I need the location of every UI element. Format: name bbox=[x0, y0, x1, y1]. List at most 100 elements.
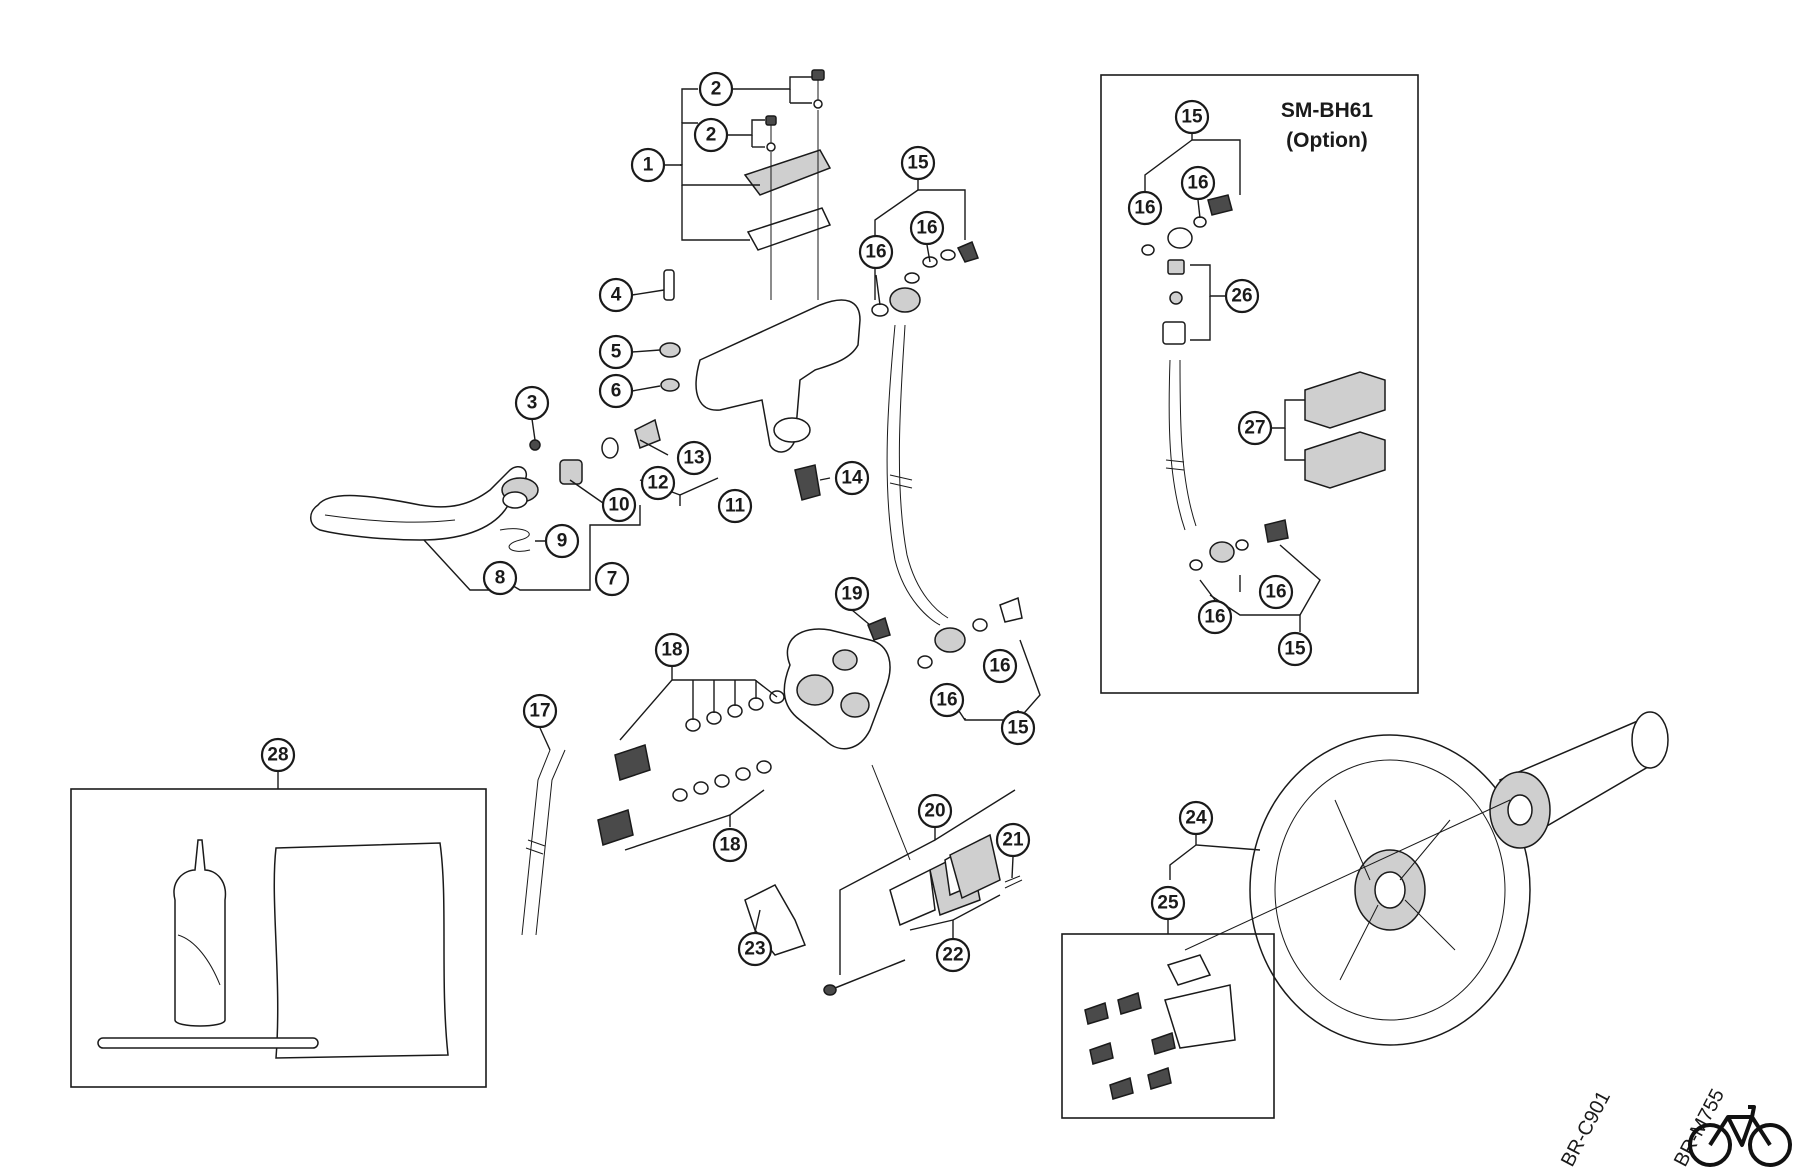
callout-text: 21 bbox=[1002, 830, 1024, 851]
callout-text: 10 bbox=[608, 495, 629, 516]
callout-text: 14 bbox=[841, 468, 863, 489]
hub bbox=[1184, 711, 1669, 951]
callout-10: 10 bbox=[601, 487, 637, 523]
callout-1: 1 bbox=[630, 147, 666, 183]
callout-text: 15 bbox=[1181, 107, 1203, 128]
callout-text: 16 bbox=[1204, 607, 1225, 628]
callout-16f: 16 bbox=[1127, 190, 1163, 226]
bleed-kit-box bbox=[70, 788, 487, 1088]
reservoir-cap bbox=[743, 149, 832, 196]
diaphragm bbox=[746, 207, 832, 251]
bicycle-icon bbox=[1688, 1105, 1792, 1167]
disc-rotor bbox=[1249, 734, 1531, 1046]
callout-text: 12 bbox=[647, 473, 668, 494]
callout-text: 23 bbox=[744, 939, 765, 960]
callout-text: 16 bbox=[1187, 173, 1208, 194]
callout-text: 1 bbox=[643, 155, 654, 176]
model-code-br-c901: BR-C901 bbox=[1557, 1087, 1615, 1170]
callout-text: 26 bbox=[1231, 286, 1252, 307]
callout-text: 22 bbox=[942, 945, 963, 966]
bleeding-bag bbox=[273, 842, 449, 1059]
callout-20: 20 bbox=[917, 793, 953, 829]
callout-text: 16 bbox=[936, 690, 957, 711]
callout-text: 18 bbox=[719, 835, 740, 856]
callout-16c: 16 bbox=[982, 648, 1018, 684]
callout-labels: 1 2 2 3 4 5 6 7 8 9 10 11 12 13 14 15 16… bbox=[260, 71, 1313, 973]
callout-text: 17 bbox=[529, 701, 550, 722]
rotor-bolts bbox=[1084, 992, 1176, 1100]
callout-2b: 2 bbox=[693, 117, 729, 153]
callout-text: 15 bbox=[907, 153, 929, 174]
callout-6: 6 bbox=[598, 373, 634, 409]
option-box-subtitle: (Option) bbox=[1286, 129, 1368, 152]
callout-7: 7 bbox=[594, 561, 630, 597]
callout-16g: 16 bbox=[1258, 574, 1294, 610]
callout-text: 13 bbox=[683, 448, 704, 469]
caliper-assembly bbox=[597, 596, 1023, 996]
callout-text: 27 bbox=[1244, 418, 1265, 439]
callout-text: 16 bbox=[865, 242, 886, 263]
callout-26: 26 bbox=[1224, 278, 1260, 314]
callout-text: 18 bbox=[661, 640, 682, 661]
bleed-tube bbox=[97, 1037, 319, 1049]
callout-text: 16 bbox=[916, 218, 937, 239]
callout-16a: 16 bbox=[909, 210, 945, 246]
callout-text: 3 bbox=[527, 393, 538, 414]
callout-16b: 16 bbox=[858, 234, 894, 270]
callout-15a: 15 bbox=[900, 145, 936, 181]
callout-18a: 18 bbox=[654, 632, 690, 668]
callout-16d: 16 bbox=[929, 682, 965, 718]
callout-15c: 15 bbox=[1174, 99, 1210, 135]
lever-assembly bbox=[310, 69, 979, 626]
callout-text: 15 bbox=[1284, 639, 1306, 660]
brake-hose-segment bbox=[521, 749, 566, 936]
callout-text: 7 bbox=[607, 569, 618, 590]
callout-text: 16 bbox=[1134, 198, 1155, 219]
callout-text: 4 bbox=[611, 285, 622, 306]
callout-8: 8 bbox=[482, 560, 518, 596]
callout-text: 28 bbox=[267, 745, 288, 766]
callout-16h: 16 bbox=[1197, 599, 1233, 635]
callout-2a: 2 bbox=[698, 71, 734, 107]
callout-15b: 15 bbox=[1000, 710, 1036, 746]
callout-9: 9 bbox=[544, 523, 580, 559]
callout-text: 16 bbox=[989, 656, 1010, 677]
callout-text: 19 bbox=[841, 584, 862, 605]
callout-19: 19 bbox=[834, 576, 870, 612]
caliper-body bbox=[783, 628, 891, 750]
callout-3: 3 bbox=[514, 385, 550, 421]
callout-text: 2 bbox=[706, 125, 717, 146]
callout-28: 28 bbox=[260, 737, 296, 773]
mineral-oil-bottle bbox=[173, 839, 227, 1027]
lever-blade bbox=[310, 466, 527, 541]
callout-18b: 18 bbox=[712, 827, 748, 863]
callout-22: 22 bbox=[935, 937, 971, 973]
bushing bbox=[559, 459, 583, 485]
option-box-title: SM-BH61 bbox=[1281, 99, 1374, 122]
callout-text: 16 bbox=[1265, 582, 1286, 603]
callout-14: 14 bbox=[834, 460, 870, 496]
callout-15d: 15 bbox=[1277, 631, 1313, 667]
callout-text: 2 bbox=[711, 79, 722, 100]
callout-text: 25 bbox=[1157, 893, 1179, 914]
callout-21: 21 bbox=[995, 822, 1031, 858]
callout-text: 15 bbox=[1007, 718, 1029, 739]
callout-24: 24 bbox=[1178, 800, 1214, 836]
callout-23: 23 bbox=[737, 931, 773, 967]
leader-lines bbox=[277, 76, 1321, 975]
hose-holder-block-upper bbox=[1304, 371, 1386, 429]
callout-27: 27 bbox=[1237, 410, 1273, 446]
master-cylinder-body bbox=[695, 299, 861, 453]
callout-13: 13 bbox=[676, 440, 712, 476]
callout-text: 20 bbox=[924, 801, 945, 822]
callout-11: 11 bbox=[717, 488, 753, 524]
callout-text: 11 bbox=[725, 496, 746, 517]
callout-text: 8 bbox=[495, 568, 506, 589]
hose-holder-block-lower bbox=[1304, 431, 1386, 489]
callout-25: 25 bbox=[1150, 885, 1186, 921]
rotor-bolts-box bbox=[1061, 933, 1275, 1119]
callout-12: 12 bbox=[640, 465, 676, 501]
callout-text: 6 bbox=[611, 381, 622, 402]
callout-text: 5 bbox=[611, 342, 622, 363]
